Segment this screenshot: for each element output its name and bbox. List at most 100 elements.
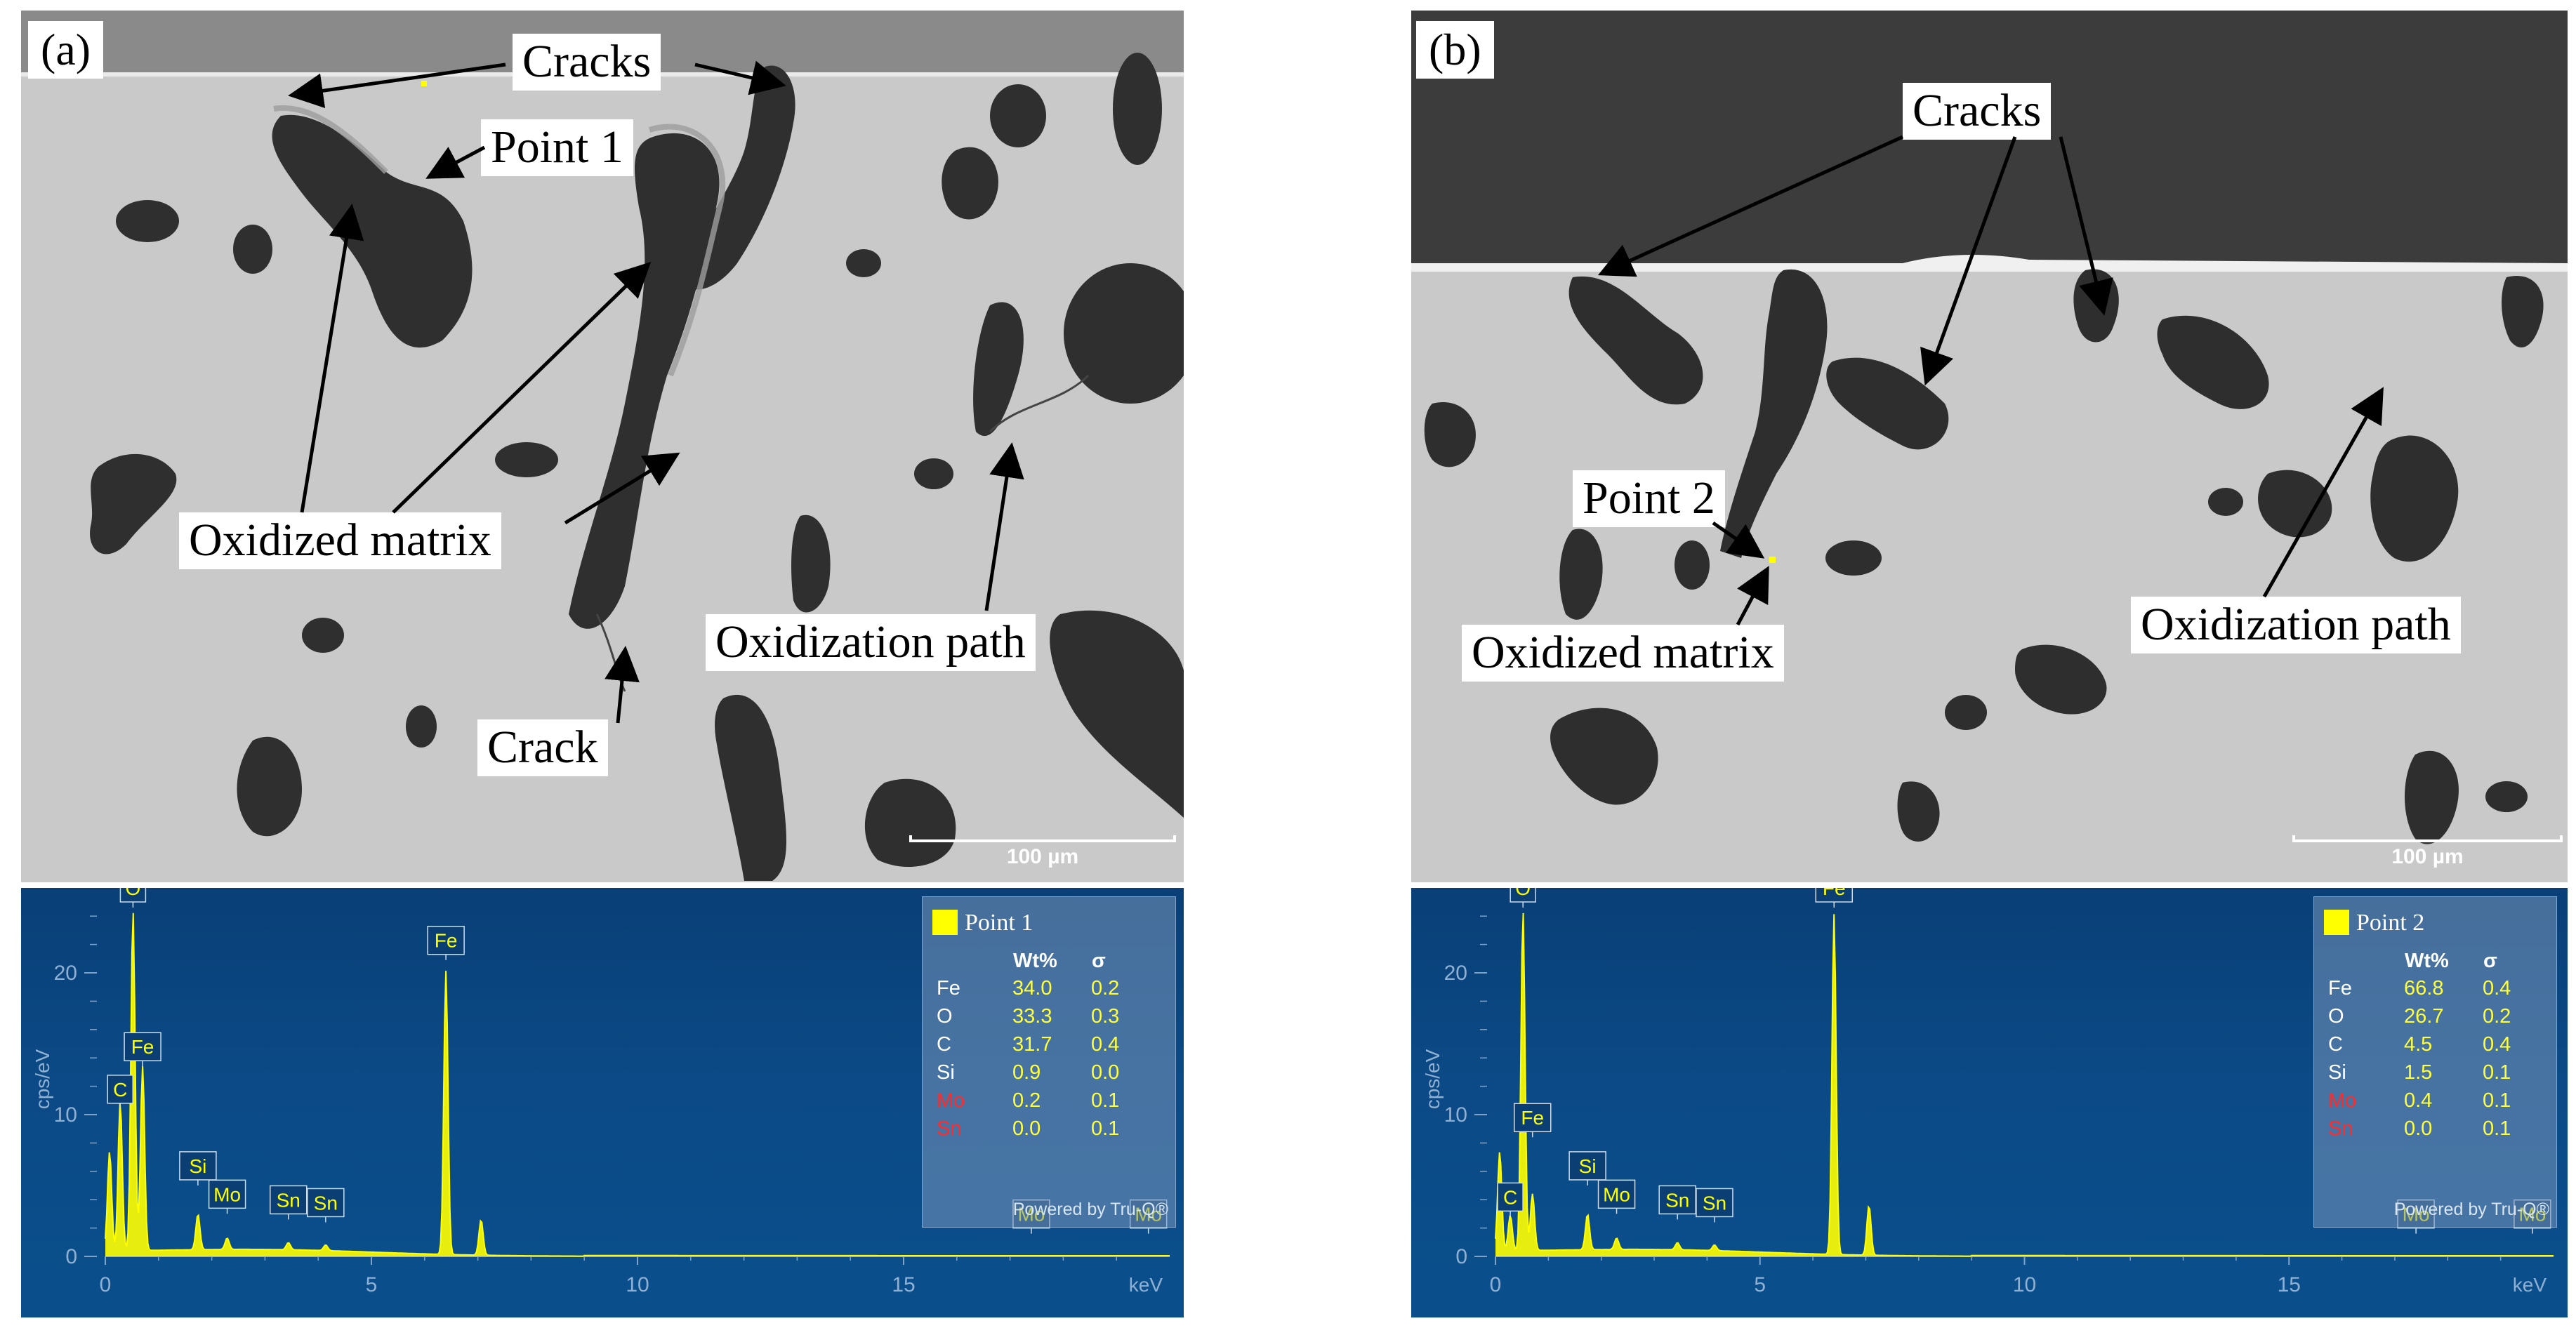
peak-label: Si bbox=[1579, 1155, 1597, 1177]
panel-b: 100 µm (b) Cracks Point 2 Oxidized matri… bbox=[1394, 0, 2576, 1328]
inclusion bbox=[846, 249, 881, 277]
peak-label-box bbox=[427, 925, 465, 955]
inclusion bbox=[1897, 781, 1940, 842]
inclusion bbox=[1825, 540, 1882, 576]
spectrum-line bbox=[105, 912, 1170, 1257]
x-tick-label: 5 bbox=[1754, 1273, 1766, 1296]
peak-label-box bbox=[270, 1185, 308, 1215]
callout-oxidized-matrix-a: Oxidized matrix bbox=[179, 512, 501, 569]
peak-label: Sn bbox=[1665, 1189, 1689, 1211]
inclusion bbox=[2258, 470, 2332, 538]
peak-label-box bbox=[1597, 1179, 1636, 1209]
peak-label: Mo bbox=[213, 1183, 241, 1205]
callout-oxidization-path-a: Oxidization path bbox=[706, 614, 1036, 671]
inclusion bbox=[1424, 402, 1476, 467]
peak-label: Fe bbox=[1823, 888, 1846, 899]
annotation-arrows-b bbox=[1597, 135, 2384, 626]
peak-label: Mo bbox=[1603, 1183, 1630, 1205]
peak-label-box bbox=[1497, 1182, 1524, 1212]
sigma-header: σ bbox=[1092, 949, 1106, 972]
inclusion bbox=[1050, 610, 1184, 818]
inclusion bbox=[681, 65, 795, 290]
inclusion bbox=[272, 114, 473, 348]
peak-label: Fe bbox=[435, 930, 458, 952]
peak-label-box bbox=[1658, 1185, 1696, 1215]
callout-oxidized-matrix-b: Oxidized matrix bbox=[1462, 625, 1784, 682]
inclusion bbox=[569, 133, 720, 629]
scale-bar-b: 100 µm bbox=[2292, 835, 2563, 877]
scale-bar-label: 100 µm bbox=[1006, 845, 1079, 868]
peak-label-box bbox=[1568, 1151, 1606, 1181]
peak-label: C bbox=[113, 1079, 127, 1101]
x-tick-label: 15 bbox=[892, 1273, 915, 1296]
sigma-header: σ bbox=[2483, 949, 2497, 972]
inclusion bbox=[1720, 269, 1828, 558]
callout-point-2: Point 2 bbox=[1573, 470, 1725, 527]
x-unit-label: keV bbox=[2513, 1274, 2547, 1296]
peak-label: Fe bbox=[1521, 1107, 1544, 1129]
point-1-marker bbox=[421, 81, 427, 86]
scale-bar-a: 100 µm bbox=[909, 835, 1176, 877]
peak-label: O bbox=[126, 888, 141, 899]
peak-label: Sn bbox=[314, 1192, 338, 1214]
peak-label: Sn bbox=[1703, 1192, 1726, 1214]
panel-a: 100 µm (a) Cracks Point 1 Oxidized matri… bbox=[0, 0, 1194, 1328]
x-tick-label: 10 bbox=[626, 1273, 649, 1296]
peak-label-box bbox=[307, 1188, 345, 1218]
inclusion bbox=[1064, 263, 1184, 404]
point-2-marker bbox=[1769, 557, 1776, 563]
x-tick-label: 5 bbox=[366, 1273, 378, 1296]
peak-label: Sn bbox=[277, 1189, 300, 1211]
inclusion bbox=[914, 458, 953, 489]
inclusion bbox=[1559, 529, 1603, 620]
peak-label-box bbox=[124, 1032, 161, 1061]
powered-by-label: Powered by Tru-Q® bbox=[2393, 1200, 2549, 1219]
inclusion bbox=[715, 694, 786, 881]
inclusion bbox=[2015, 644, 2107, 715]
inclusion bbox=[495, 442, 558, 477]
y-tick-label: 0 bbox=[1455, 1245, 1467, 1268]
inclusion bbox=[302, 618, 344, 653]
inclusion bbox=[237, 736, 302, 837]
wt-header: Wt% bbox=[2405, 949, 2449, 972]
y-axis-label: cps/eV bbox=[1422, 1049, 1444, 1109]
y-axis-label: cps/eV bbox=[32, 1049, 53, 1109]
inclusion bbox=[791, 514, 831, 613]
inclusion bbox=[1945, 695, 1987, 730]
inclusion bbox=[90, 453, 177, 555]
legend-swatch bbox=[2324, 910, 2349, 935]
legend-swatch bbox=[932, 910, 958, 935]
spectrum-line bbox=[1495, 912, 2554, 1257]
inclusion bbox=[116, 200, 179, 242]
inclusion bbox=[406, 705, 437, 748]
inclusion bbox=[864, 778, 956, 867]
y-tick-label: 20 bbox=[54, 962, 77, 985]
wt-header: Wt% bbox=[1013, 949, 1057, 972]
callout-point-1: Point 1 bbox=[481, 119, 633, 176]
y-tick-label: 10 bbox=[54, 1103, 77, 1127]
annotation-arrows-a bbox=[288, 60, 1024, 724]
inclusion bbox=[2405, 750, 2459, 844]
callout-cracks-b: Cracks bbox=[1903, 83, 2052, 140]
x-tick-label: 10 bbox=[2013, 1273, 2036, 1296]
scale-bar-label: 100 µm bbox=[2391, 845, 2464, 868]
y-tick-label: 10 bbox=[1444, 1103, 1467, 1127]
peak-label-box bbox=[1696, 1188, 1733, 1218]
legend-title: Point 2 bbox=[2356, 910, 2425, 936]
y-tick-label: 20 bbox=[1444, 962, 1467, 985]
